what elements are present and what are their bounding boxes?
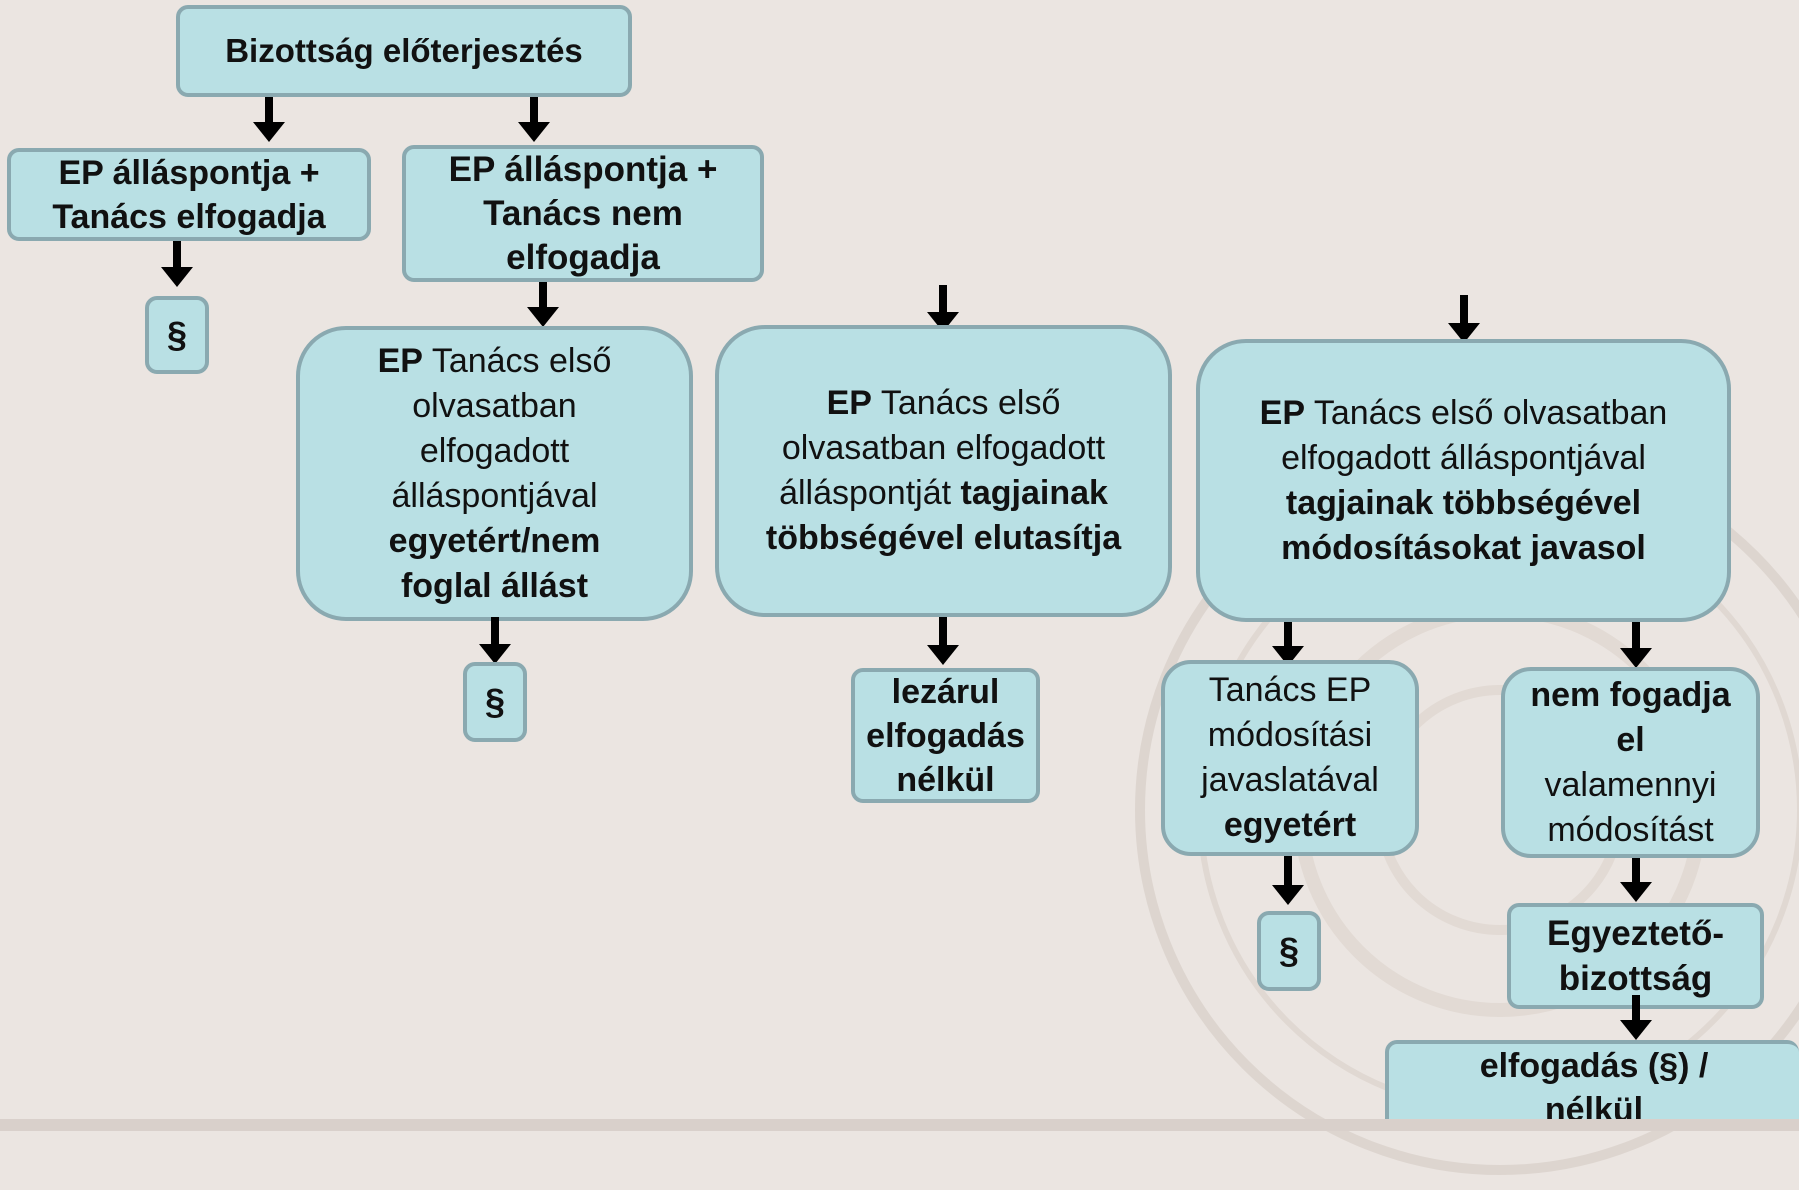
option-a-box: EP Tanács első olvasatban elfogadott áll…: [296, 326, 693, 621]
arrow-to-option-c: [1448, 295, 1480, 343]
option-c-content: EP Tanács első olvasatban elfogadott áll…: [1226, 391, 1701, 571]
branch-left-label: EP álláspontja + Tanács elfogadja: [52, 153, 326, 236]
council-rejects-bold: nem fogadja el: [1530, 675, 1731, 759]
arrow-to-final: [1620, 995, 1652, 1040]
arrow-to-conciliation: [1620, 858, 1652, 902]
council-rejects-text: valamennyi módosítást: [1544, 765, 1717, 849]
arrow-option-c-rejects: [1620, 622, 1652, 668]
council-rejects-content: nem fogadja el valamennyi módosítást: [1527, 673, 1734, 853]
option-c-box: EP Tanács első olvasatban elfogadott áll…: [1196, 339, 1731, 622]
council-rejects-box: nem fogadja el valamennyi módosítást: [1501, 667, 1760, 858]
branch-left-result: §: [166, 314, 188, 355]
option-b-box: EP Tanács első olvasatban elfogadott áll…: [715, 325, 1172, 617]
option-c-bold: tagjainak többségével módosításokat java…: [1281, 483, 1646, 567]
branch-left-result-box: §: [145, 296, 209, 374]
council-agrees-result-box: §: [1257, 911, 1321, 991]
branch-right-box: EP álláspontja + Tanács nem elfogadja: [402, 145, 764, 282]
conciliation-box: Egyeztető-bizottság: [1507, 903, 1764, 1009]
root-label: Bizottság előterjesztés: [225, 32, 583, 69]
option-b-lead: EP: [826, 384, 872, 422]
option-c-text: Tanács első olvasatban elfogadott állásp…: [1281, 393, 1668, 477]
root-box: Bizottság előterjesztés: [176, 5, 632, 97]
option-a-text: Tanács első olvasatban elfogadott állásp…: [391, 341, 612, 515]
arrow-option-a-result: [479, 617, 511, 664]
bottom-strip: [0, 1119, 1799, 1131]
option-b-result-box: lezárul elfogadás nélkül: [851, 668, 1040, 803]
option-a-bold: egyetért/nem foglal állást: [388, 521, 601, 605]
option-a-content: EP Tanács első olvasatban elfogadott áll…: [342, 339, 647, 609]
option-a-lead: EP: [377, 341, 423, 380]
council-agrees-box: Tanács EP módosítási javaslatával egyeté…: [1161, 660, 1419, 856]
option-a-result: §: [484, 681, 506, 722]
option-b-content: EP Tanács első olvasatban elfogadott áll…: [759, 381, 1128, 561]
branch-left-box: EP álláspontja + Tanács elfogadja: [7, 148, 371, 241]
arrow-branch-right-option-a: [527, 282, 559, 327]
arrow-branch-left-result: [161, 241, 193, 287]
option-b-bold: tagjainak többségével elutasítja: [765, 474, 1122, 557]
option-a-result-box: §: [463, 662, 527, 742]
council-agrees-bold: egyetért: [1223, 806, 1357, 844]
flowchart: Bizottság előterjesztés EP álláspontja +…: [0, 5, 1799, 1175]
arrow-council-agrees-result: [1272, 856, 1304, 905]
final-box: elfogadás (§) / nélkül: [1385, 1040, 1799, 1131]
option-b-result: lezárul elfogadás nélkül: [866, 672, 1025, 799]
arrow-root-left: [253, 97, 285, 142]
council-agrees-text: Tanács EP módosítási javaslatával: [1201, 671, 1379, 799]
option-c-lead: EP: [1259, 393, 1306, 432]
council-agrees-result: §: [1278, 930, 1300, 971]
branch-right-label: EP álláspontja + Tanács nem elfogadja: [448, 149, 718, 277]
option-b-text: Tanács első olvasatban elfogadott állásp…: [779, 384, 1106, 512]
conciliation-label: Egyeztető-bizottság: [1547, 914, 1724, 998]
arrow-root-right: [518, 97, 550, 142]
arrow-option-b-result: [927, 617, 959, 665]
council-agrees-content: Tanács EP módosítási javaslatával egyeté…: [1185, 668, 1395, 848]
